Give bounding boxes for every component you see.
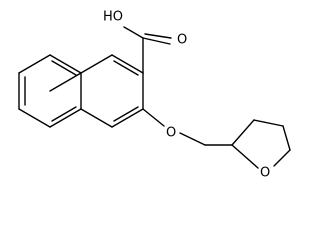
double-bond-inner — [51, 60, 77, 76]
bond — [231, 119, 255, 146]
hydroxyl-label: HO — [103, 10, 123, 25]
bond — [80, 54, 113, 74]
double-bond-inner — [51, 106, 77, 122]
bond — [253, 119, 284, 127]
bond — [49, 72, 82, 92]
naphthalene-ring-system — [18, 54, 144, 128]
bond — [142, 108, 165, 127]
bond — [111, 54, 144, 74]
bond — [49, 54, 82, 74]
ether-linkage: O — [142, 108, 233, 146]
carboxylic-acid-group: HO O — [103, 10, 187, 74]
ether-oxygen-label: O — [166, 126, 176, 141]
double-bond-inner — [113, 106, 139, 122]
bond — [179, 132, 206, 146]
double-bond-inner — [113, 60, 139, 76]
bond — [80, 108, 113, 128]
bond — [123, 26, 144, 39]
bond — [231, 144, 259, 169]
bond — [18, 108, 51, 128]
bond — [282, 125, 291, 151]
tetrahydrofuran-ring: O — [231, 119, 291, 181]
carbonyl-oxygen-label: O — [177, 33, 187, 48]
chemical-structure-diagram: HO O O O — [18, 10, 291, 181]
bond — [111, 108, 144, 128]
bond — [18, 54, 51, 74]
ring-oxygen-label: O — [260, 166, 270, 181]
double-bond — [142, 37, 171, 45]
bond — [49, 108, 82, 128]
double-bond — [144, 33, 172, 39]
bond — [273, 149, 291, 167]
